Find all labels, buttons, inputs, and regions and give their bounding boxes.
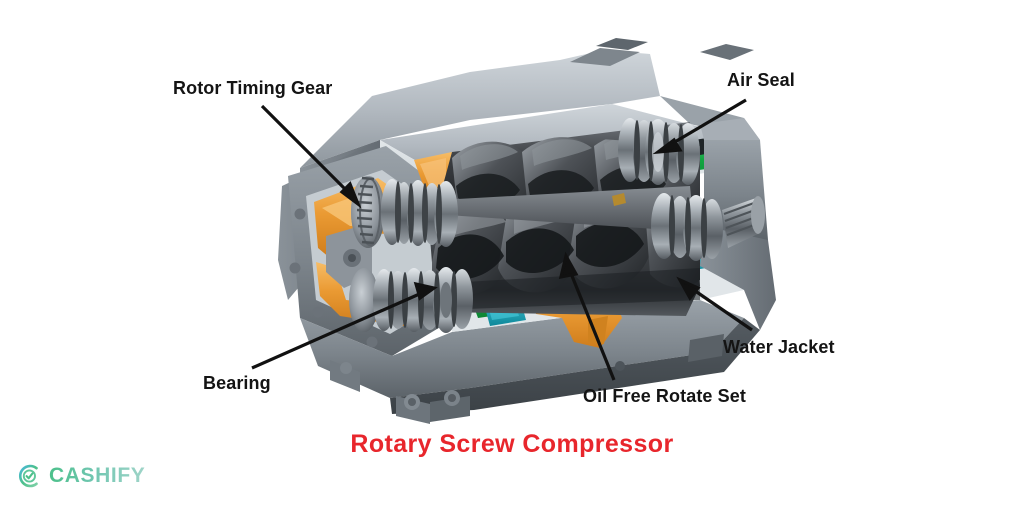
callout-label-water-jacket: Water Jacket [723, 337, 835, 357]
leader-water-jacket [687, 284, 753, 332]
gear-teeth [356, 176, 381, 246]
callout-label-air-seal: Air Seal [727, 70, 795, 90]
bearing-assembly-right [651, 193, 765, 261]
arrowhead-bearing [413, 281, 438, 301]
cashify-c-check-logo-icon [18, 464, 38, 488]
leader-bearing [251, 290, 425, 370]
callout-label-rotor-timing-gear: Rotor Timing Gear [173, 78, 333, 98]
mounting-feet [330, 334, 724, 424]
leader-air-seal [667, 98, 747, 148]
leader-oil-free-rotate-set [566, 265, 616, 381]
figure-caption: Rotary Screw Compressor [350, 430, 674, 458]
callout-label-oil-free-rotate-set: Oil Free Rotate Set [583, 386, 746, 406]
rotor-timing-gear-assembly [349, 176, 473, 333]
arrowhead-water-jacket [676, 276, 701, 301]
callout-label-bearing: Bearing [203, 373, 271, 393]
cashify-wordmark: CASHIFY [49, 464, 146, 487]
leader-rotor-timing-gear [260, 104, 354, 198]
air-seal-assembly [612, 118, 765, 261]
arrowhead-air-seal [652, 137, 683, 155]
callout-leader-lines [251, 98, 753, 381]
cashify-watermark: CASHIFY [14, 461, 145, 491]
splined-shaft-end [722, 196, 765, 248]
timing-gear-upper [351, 176, 458, 248]
bearing-assembly-lower [349, 267, 473, 333]
arrowhead-rotor-timing-gear [339, 181, 362, 209]
arrowhead-oil-free-rotate-set [558, 251, 579, 280]
